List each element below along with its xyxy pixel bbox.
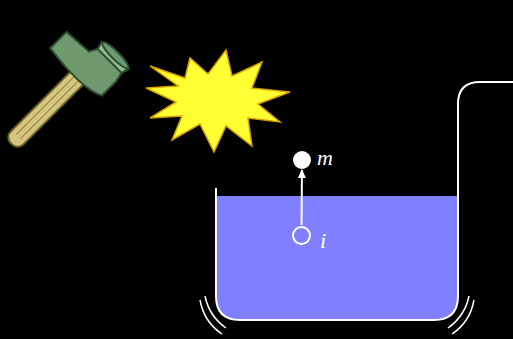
motion-arrow: [301, 170, 303, 225]
impact-burst: [146, 50, 290, 152]
hammer: [0, 16, 132, 164]
mass-point: m: [293, 151, 311, 169]
variable-label: m: [317, 147, 333, 169]
liquid: [216, 196, 458, 320]
initial-point: i: [292, 226, 311, 245]
variable-label: i: [320, 230, 326, 252]
vibration-marks: [200, 296, 474, 334]
